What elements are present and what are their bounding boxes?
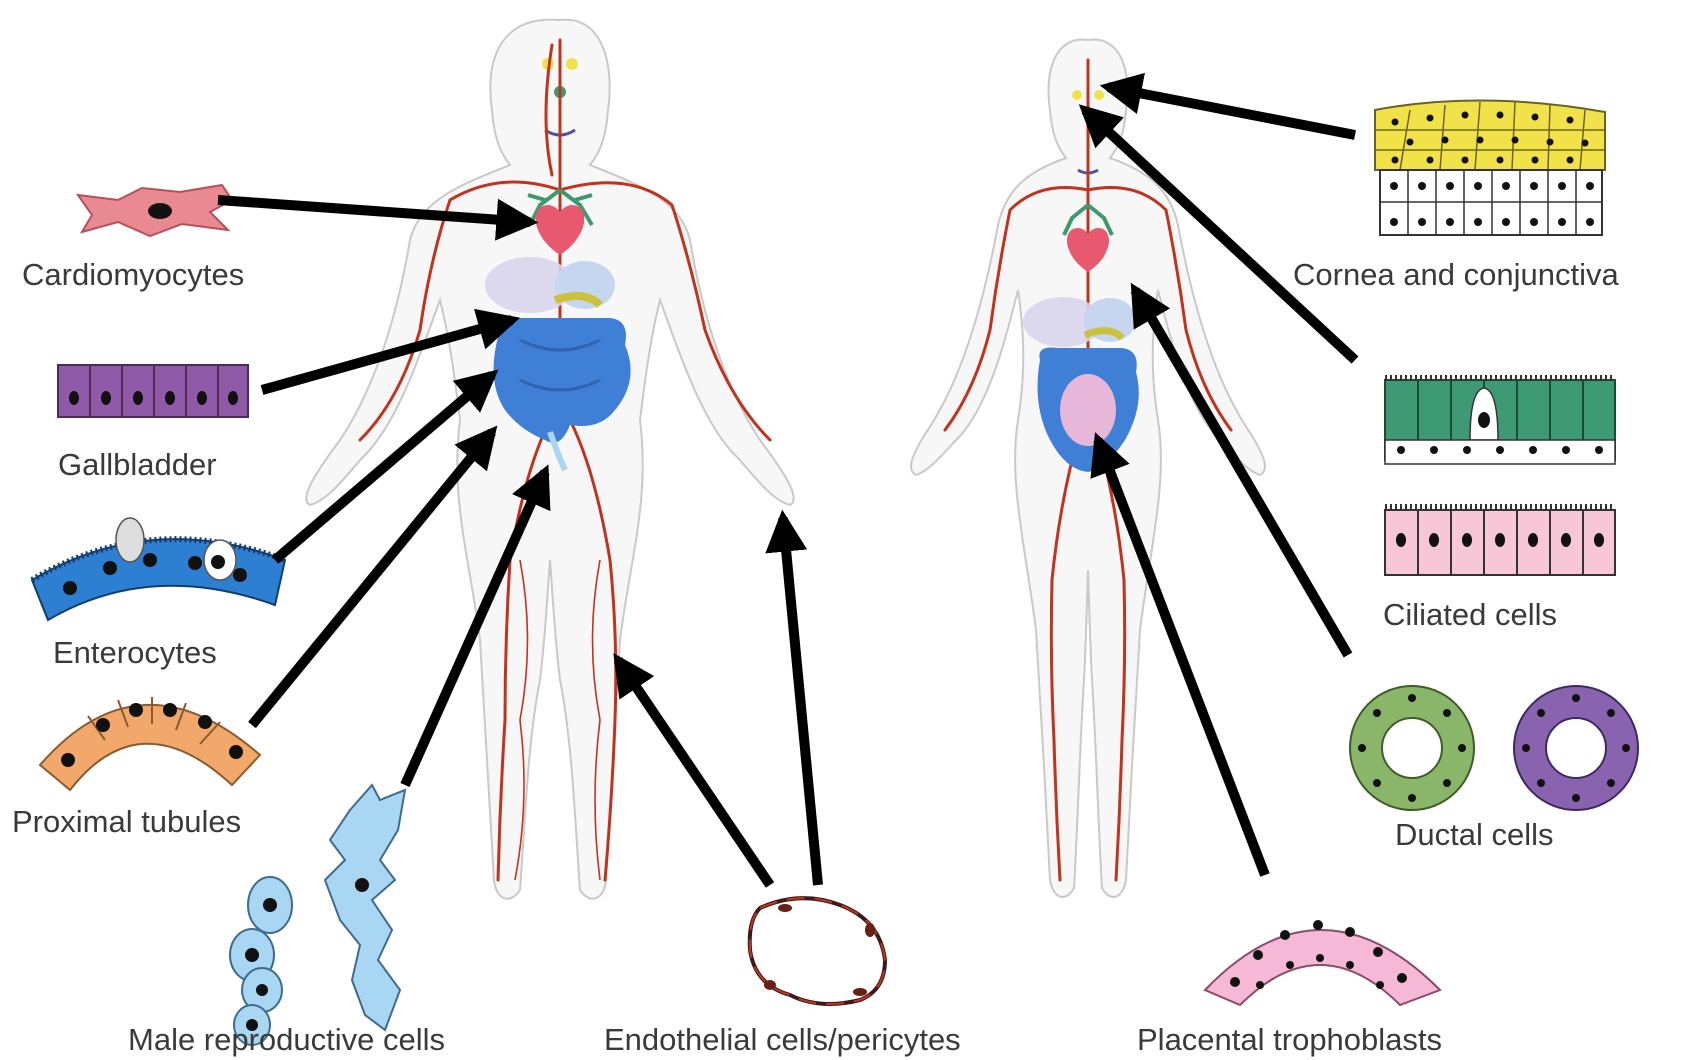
ductal-cell-icon <box>1350 686 1638 810</box>
cornea-conjunctiva-cell-icon <box>1375 100 1605 235</box>
label-male-reproductive: Male reproductive cells <box>128 1022 445 1057</box>
proximal-tubule-cell-icon <box>40 697 260 790</box>
endothelial-cell-icon <box>750 898 885 1004</box>
ciliated-cell-icon <box>1385 378 1615 575</box>
cardiomyocyte-cell-icon <box>78 185 232 236</box>
male-body-figure <box>306 20 794 899</box>
label-cornea: Cornea and conjunctiva <box>1293 257 1619 292</box>
gallbladder-cell-icon <box>58 365 248 417</box>
label-placental: Placental trophoblasts <box>1137 1022 1442 1057</box>
label-enterocytes: Enterocytes <box>53 635 217 670</box>
arrow-ductal <box>1135 290 1348 655</box>
female-body-figure <box>911 40 1265 898</box>
label-gallbladder: Gallbladder <box>58 447 217 482</box>
male-reproductive-cell-icon <box>230 785 405 1045</box>
arrow-endothelial-leg <box>618 660 770 885</box>
enterocyte-cell-icon <box>32 518 285 620</box>
label-ciliated: Ciliated cells <box>1383 597 1557 632</box>
label-endothelial: Endothelial cells/pericytes <box>604 1022 961 1057</box>
label-proximal-tubules: Proximal tubules <box>12 804 241 839</box>
label-cardiomyocytes: Cardiomyocytes <box>22 257 244 292</box>
placental-trophoblast-cell-icon <box>1205 920 1440 1005</box>
arrow-endothelial-hand <box>783 518 818 885</box>
label-ductal: Ductal cells <box>1395 817 1554 852</box>
arrow-cornea-1 <box>1108 87 1355 135</box>
